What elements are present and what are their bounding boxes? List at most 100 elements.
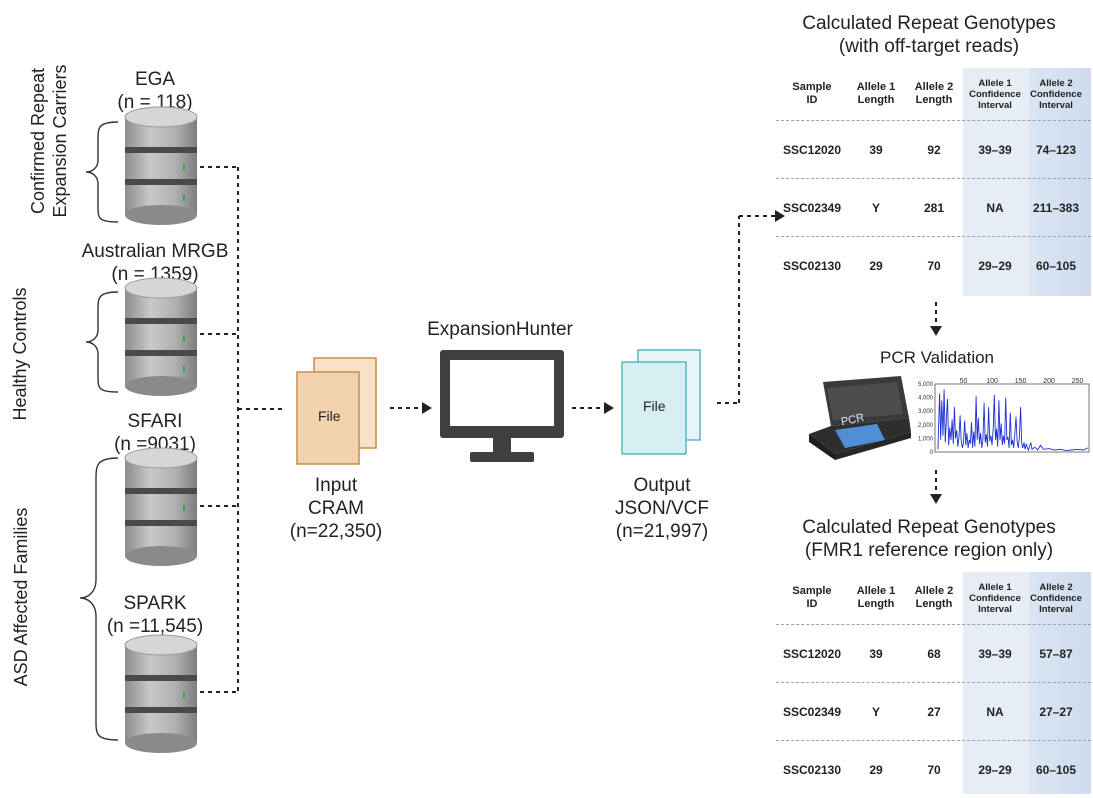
cell-allele2-ci: 57–87 xyxy=(1039,646,1073,661)
cell-sample-id: SSC02349 xyxy=(782,200,842,215)
pipeline-diagram xyxy=(296,349,701,465)
computer-monitor-icon xyxy=(440,350,564,462)
cell-allele1-length: 29 xyxy=(869,762,883,777)
input-caption-line1: Input xyxy=(314,475,358,496)
cell-sample-id: SSC02130 xyxy=(782,762,842,777)
y-tick-label: 4,000 xyxy=(918,396,934,402)
cell-allele1-length: 39 xyxy=(869,646,883,661)
db-name: SFARI xyxy=(127,411,183,432)
cell-allele2-length: 92 xyxy=(927,142,941,157)
y-tick-label: 5,000 xyxy=(918,382,934,388)
db-name: Australian MRGB xyxy=(81,241,229,262)
chart-frame xyxy=(934,383,1090,453)
output-caption-line2: JSON/VCF xyxy=(615,498,709,519)
input-file-label: File xyxy=(318,408,341,424)
cell-allele2-length: 281 xyxy=(923,200,945,215)
cell-sample-id: SSC12020 xyxy=(782,142,842,157)
cell-allele1-ci: 39–39 xyxy=(978,142,1012,157)
cell-allele2-length: 70 xyxy=(927,258,941,273)
x-tick-label: 200 xyxy=(1043,378,1055,385)
output-caption-line3: (n=21,997) xyxy=(615,521,709,542)
y-tick-label: 1,000 xyxy=(918,436,934,442)
db-connectors xyxy=(200,166,282,693)
database-icon-sfari xyxy=(124,447,198,566)
cell-allele1-length: 39 xyxy=(869,142,883,157)
pcr-title: PCR Validation xyxy=(879,348,995,367)
x-tick-label: 50 xyxy=(960,378,968,385)
cell-allele2-length: 68 xyxy=(927,646,941,661)
brace-ega xyxy=(85,121,119,223)
pcr-machine-icon xyxy=(809,376,911,460)
table2-title-line2: (FMR1 reference region only) xyxy=(804,540,1054,561)
x-tick-label: 250 xyxy=(1072,378,1084,385)
database-icon-ega xyxy=(124,106,198,225)
table-row: SSC02349 Y 281 NA 211–383 xyxy=(776,178,1091,236)
cell-allele1-length: 29 xyxy=(869,258,883,273)
cell-allele1-ci: 29–29 xyxy=(978,258,1012,273)
database-icon-spark xyxy=(124,634,198,753)
x-tick-label: 100 xyxy=(986,378,998,385)
output-file-label: File xyxy=(643,398,666,414)
table1-title-line1: Calculated Repeat Genotypes xyxy=(802,13,1056,34)
cell-sample-id: SSC02349 xyxy=(782,704,842,719)
table2-title-line1: Calculated Repeat Genotypes xyxy=(802,517,1056,538)
output-caption: Output JSON/VCF (n=21,997) xyxy=(592,474,732,543)
db-name: SPARK xyxy=(123,593,187,614)
database-icon-mrgb xyxy=(124,277,198,396)
output-file-icon xyxy=(621,349,701,455)
database-diagram xyxy=(79,106,282,753)
cell-allele2-ci: 74–123 xyxy=(1035,142,1077,157)
arrow-table-to-pcr xyxy=(930,302,942,336)
y-tick-label: 2,000 xyxy=(918,423,934,429)
cell-allele1-ci: NA xyxy=(986,704,1004,719)
brace-asd xyxy=(79,457,119,741)
db-count: (n =11,545) xyxy=(106,616,204,637)
cell-allele2-ci: 60–105 xyxy=(1035,258,1077,273)
cell-allele2-ci: 60–105 xyxy=(1035,762,1077,777)
table-row: SSC12020 39 92 39–39 74–123 xyxy=(776,120,1091,178)
table-row: SSC02349 Y 27 NA 27–27 xyxy=(776,682,1091,740)
cell-allele2-length: 70 xyxy=(927,762,941,777)
pcr-trace-line xyxy=(937,389,1089,452)
arrow-output-to-table xyxy=(717,210,785,404)
db-name: EGA xyxy=(134,69,176,90)
db-label-spark: SPARK (n =11,545) xyxy=(90,592,220,638)
input-file-icon xyxy=(296,357,377,465)
arrow-pcr-to-table xyxy=(930,470,942,504)
cell-sample-id: SSC02130 xyxy=(782,258,842,273)
table1-title: Calculated Repeat Genotypes (with off-ta… xyxy=(764,12,1093,58)
tool-name: ExpansionHunter xyxy=(427,319,573,340)
table1-title-line2: (with off-target reads) xyxy=(838,36,1020,57)
cell-allele1-length: Y xyxy=(871,200,880,215)
table2-title: Calculated Repeat Genotypes (FMR1 refere… xyxy=(764,516,1093,562)
cell-allele2-length: 27 xyxy=(927,704,941,719)
brace-mrgb xyxy=(85,291,119,393)
table-row: SSC12020 39 68 39–39 57–87 xyxy=(776,624,1091,682)
y-tick-label: 3,000 xyxy=(918,409,934,415)
cell-allele2-ci: 211–383 xyxy=(1032,200,1080,215)
table-row: SSC02130 29 70 29–29 60–105 xyxy=(776,740,1091,798)
input-caption-line3: (n=22,350) xyxy=(289,521,383,542)
cell-allele1-ci: NA xyxy=(986,200,1004,215)
input-caption-line2: CRAM xyxy=(308,498,364,519)
cell-allele2-ci: 27–27 xyxy=(1039,704,1073,719)
output-caption-line1: Output xyxy=(633,475,691,496)
cell-sample-id: SSC12020 xyxy=(782,646,842,661)
arrow-input-to-tool xyxy=(390,402,432,414)
input-caption: Input CRAM (n=22,350) xyxy=(266,474,406,543)
